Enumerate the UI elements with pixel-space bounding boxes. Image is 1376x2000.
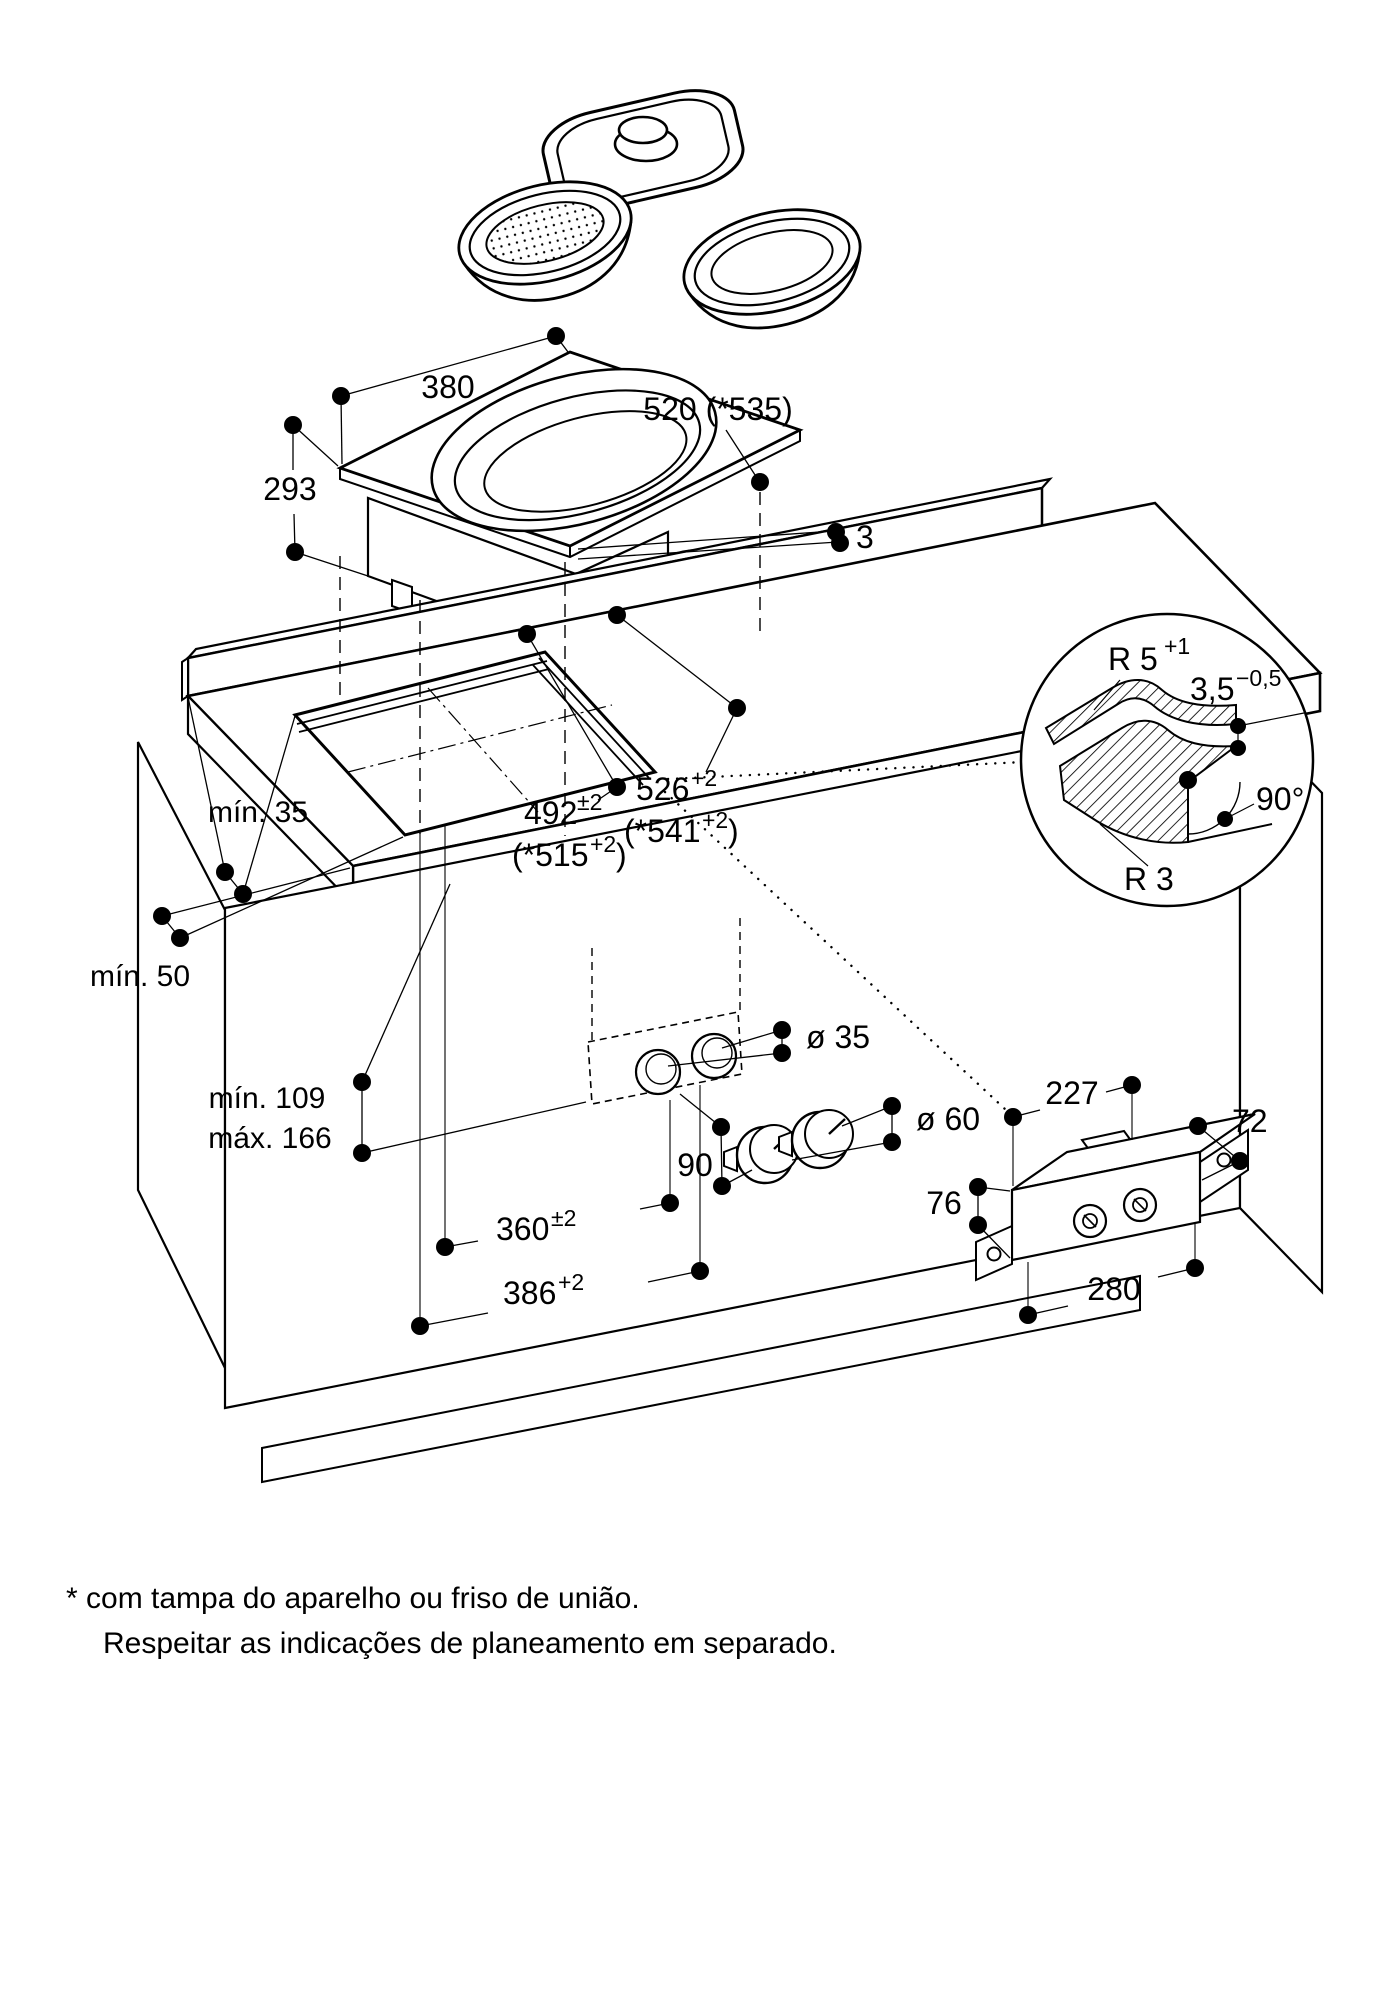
dim-box-offset: 227 bbox=[1045, 1075, 1098, 1111]
lid-knob-top bbox=[617, 115, 669, 145]
dim-cutout-depth-tol: ±2 bbox=[577, 789, 602, 815]
cutout-centerline bbox=[427, 687, 539, 813]
dim-cutout-width: 526 bbox=[636, 771, 689, 807]
dim-cutout-width-alt: (*541 bbox=[624, 813, 701, 849]
dim-box-side: 72 bbox=[1232, 1103, 1268, 1139]
cabinet-plinth bbox=[261, 1274, 1141, 1484]
knob-hole-template bbox=[587, 1011, 743, 1105]
junction-box-spindle bbox=[1072, 1203, 1108, 1239]
footnote-line1: * com tampa do aparelho ou friso de uniã… bbox=[66, 1582, 640, 1615]
dimension-labels: 380 293 520 (*535) 3 mín. 35 mín. 50 526… bbox=[90, 369, 1268, 1311]
dim-appliance-width: 380 bbox=[421, 369, 474, 405]
dim-cutout-width-alt-close: ) bbox=[728, 813, 739, 849]
footnote-line2: Respeitar as indicações de planeamento e… bbox=[103, 1627, 837, 1660]
dim-hole-spacing: 90 bbox=[677, 1147, 713, 1183]
dim-span-outer-tol: +2 bbox=[558, 1269, 584, 1295]
detail-rebate-depth-label: 3,5 bbox=[1190, 671, 1234, 707]
dim-knob-depth-max: máx. 166 bbox=[208, 1122, 331, 1155]
appliance-well bbox=[430, 367, 718, 533]
detail-radius-top-label: R 5 bbox=[1108, 641, 1158, 677]
edge-detail-circle: R 5 +1 3,5 −0,5 90° R 3 bbox=[1019, 612, 1315, 908]
dim-cutout-width-tol: +2 bbox=[691, 765, 717, 791]
dim-glass-thickness: 3 bbox=[856, 519, 874, 555]
cutout-centerline bbox=[347, 704, 613, 773]
dimension-dots bbox=[153, 327, 1249, 1335]
junction-box-spindle bbox=[1122, 1187, 1158, 1223]
dim-box-height: 76 bbox=[926, 1185, 962, 1221]
dim-span-outer: 386 bbox=[503, 1275, 556, 1311]
detail-lower-section bbox=[1058, 719, 1240, 844]
dim-appliance-depth: 520 (*535) bbox=[643, 391, 792, 427]
dim-span-inner: 360 bbox=[496, 1211, 549, 1247]
detail-radius-top-tol: +1 bbox=[1164, 633, 1190, 659]
dim-appliance-height: 293 bbox=[263, 471, 316, 507]
dim-front-clearance: mín. 50 bbox=[90, 960, 190, 993]
detail-radius-bottom-label: R 3 bbox=[1124, 861, 1174, 897]
dimension-lines bbox=[161, 335, 1253, 1327]
dim-box-width: 280 bbox=[1087, 1271, 1140, 1307]
footnote: * com tampa do aparelho ou friso de uniã… bbox=[66, 1582, 837, 1660]
detail-angle-label: 90° bbox=[1256, 781, 1304, 817]
dim-cutout-depth-alt: (*515 bbox=[512, 837, 589, 873]
detail-rebate-depth-tol: −0,5 bbox=[1236, 665, 1281, 691]
accessory-steam-basket bbox=[457, 180, 633, 302]
dim-knob-depth-min: mín. 109 bbox=[209, 1082, 326, 1115]
dim-hole-small: ø 35 bbox=[806, 1019, 870, 1055]
dim-cutout-depth-alt-tol: +2 bbox=[590, 831, 616, 857]
dim-cutout-depth: 492 bbox=[524, 795, 577, 831]
dim-rear-clearance: mín. 35 bbox=[208, 796, 308, 829]
dim-cutout-width-alt-tol: +2 bbox=[702, 807, 728, 833]
accessory-basin bbox=[682, 208, 862, 330]
accessory-lid bbox=[537, 81, 750, 219]
control-knob bbox=[778, 1109, 854, 1170]
cabinet-left-panel bbox=[136, 741, 227, 1369]
dim-span-inner-tol: ±2 bbox=[551, 1205, 576, 1231]
basket-perforated-area bbox=[485, 201, 605, 265]
dim-hole-large: ø 60 bbox=[916, 1101, 980, 1137]
dim-cutout-depth-alt-close: ) bbox=[616, 837, 627, 873]
